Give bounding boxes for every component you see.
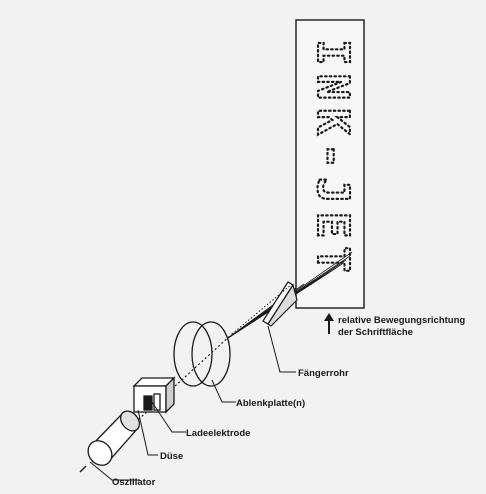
deflection-plates bbox=[173, 321, 231, 387]
label-catcher-tube: Fängerrohr bbox=[298, 368, 349, 379]
oscillator-cylinder bbox=[79, 410, 141, 473]
label-charge-electrode: Ladeelektrode bbox=[186, 428, 250, 439]
label-oscillator: Oszillator bbox=[112, 477, 156, 488]
label-motion-line2: der Schriftfläche bbox=[338, 327, 413, 338]
arrow-up-icon bbox=[324, 313, 334, 334]
label-motion-line1: relative Bewegungsrichtung bbox=[338, 315, 465, 326]
print-surface: INK-JET bbox=[295, 19, 365, 309]
charge-electrode bbox=[132, 376, 176, 414]
leader-lines bbox=[89, 325, 296, 481]
catcher-tube bbox=[262, 281, 298, 327]
label-nozzle: Düse bbox=[160, 451, 183, 462]
paper-print-text: INK-JET bbox=[307, 39, 358, 280]
droplet-trajectories bbox=[227, 251, 353, 339]
label-deflection-plate: Ablenkplatte(n) bbox=[236, 398, 305, 409]
